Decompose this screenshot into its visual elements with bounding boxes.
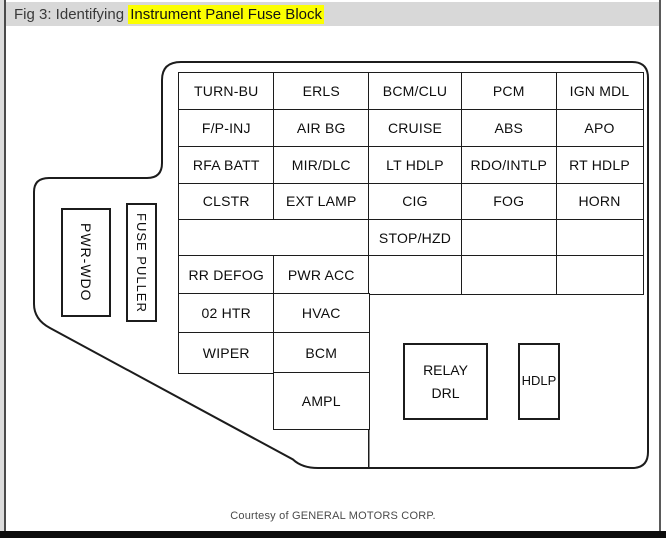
fuse-cell-rr-defog: RR DEFOG (178, 255, 275, 295)
fuse-cell-empty (460, 218, 557, 257)
fuse-cell-ext-lamp: EXT LAMP (273, 182, 370, 220)
fuse-cell-ign-mdl: IGN MDL (555, 72, 644, 110)
fuse-cell-clstr: CLSTR (178, 182, 275, 220)
courtesy-line: Courtesy of GENERAL MOTORS CORP. (230, 510, 436, 522)
hdlp-relay-box: HDLP (518, 343, 560, 420)
fuse-cell-bcm-clu: BCM/CLU (368, 72, 462, 110)
fuse-cell-empty (178, 218, 370, 257)
fuse-puller-label: FUSE PULLER (134, 212, 149, 313)
fuse-cell-ampl: AMPL (273, 372, 370, 430)
fuse-cell-turn-bu: TURN-BU (178, 72, 275, 110)
fuse-cell-empty (368, 255, 462, 295)
fuse-cell-empty (555, 218, 644, 257)
pwr-wdo-label: PWR-WDO (78, 223, 94, 302)
fuse-cell-02-htr: 02 HTR (178, 293, 275, 333)
fuse-cell-rt-hdlp: RT HDLP (555, 145, 644, 184)
figure-title-prefix: Fig 3: Identifying (14, 5, 129, 23)
fuse-cell-bcm: BCM (273, 331, 370, 374)
fuse-cell-wiper: WIPER (178, 331, 275, 374)
fuse-cell-fog: FOG (460, 182, 557, 220)
relay-drl-box: RELAY DRL (403, 343, 488, 420)
fuse-cell-pwr-acc: PWR ACC (273, 255, 370, 295)
figure-title-highlighted-term: Instrument Panel Fuse Block (128, 4, 324, 24)
fuse-cell-lt-hdlp: LT HDLP (368, 145, 462, 184)
fuse-cell-air-bg: AIR BG (273, 108, 370, 147)
fuse-cell-pcm: PCM (460, 72, 557, 110)
fuse-cell-erls: ERLS (273, 72, 370, 110)
fuse-cell-rdo-intlp: RDO/INTLP (460, 145, 557, 184)
fuse-cell-apo: APO (555, 108, 644, 147)
left-gutter (0, 0, 4, 538)
relay-drl-label-line2: DRL (431, 384, 460, 401)
fuse-cell-f-p-inj: F/P-INJ (178, 108, 275, 147)
pwr-wdo-box: PWR-WDO (61, 208, 111, 317)
figure-title-band: Fig 3: Identifying Instrument Panel Fuse… (6, 2, 659, 26)
fuse-cell-cruise: CRUISE (368, 108, 462, 147)
left-border-line (4, 0, 6, 538)
fuse-cell-empty (460, 255, 557, 295)
fuse-cell-empty (555, 255, 644, 295)
fuse-cell-mir-dlc: MIR/DLC (273, 145, 370, 184)
fuse-cell-cig: CIG (368, 182, 462, 220)
fuse-puller-box: FUSE PULLER (126, 203, 157, 322)
hdlp-label: HDLP (521, 373, 557, 389)
right-border-line (659, 0, 661, 531)
fuse-cell-stop-hzd: STOP/HZD (368, 218, 462, 257)
fuse-cell-abs: ABS (460, 108, 557, 147)
fuse-cell-horn: HORN (555, 182, 644, 220)
fuse-cell-rfa-batt: RFA BATT (178, 145, 275, 184)
relay-drl-label-line1: RELAY (423, 362, 468, 379)
bottom-bar (0, 531, 666, 538)
fuse-cell-hvac: HVAC (273, 293, 370, 333)
